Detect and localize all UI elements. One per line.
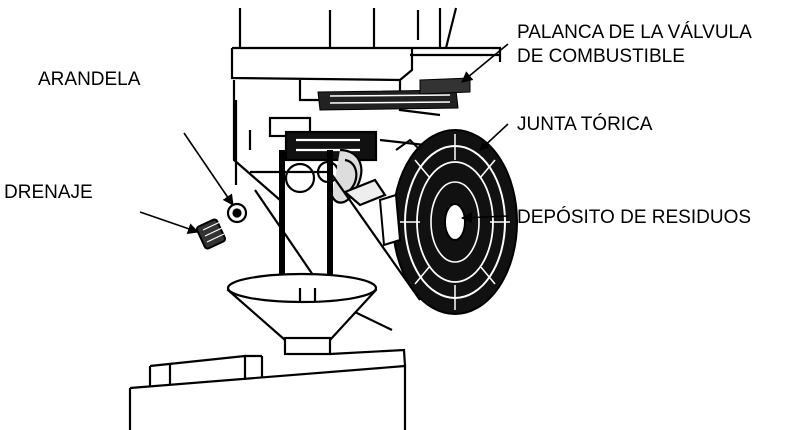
- sediment-cup: [378, 129, 518, 315]
- leader-drain: [139, 211, 200, 235]
- funnel: [226, 272, 378, 356]
- drain-plug: [195, 218, 227, 250]
- label-fuel-valve-line1: PALANCA DE LA VÁLVULA: [517, 22, 752, 43]
- leader-washer: [183, 132, 234, 206]
- leader-fuel-valve: [461, 43, 509, 83]
- label-sediment-cup: DEPÓSITO DE RESIDUOS: [517, 207, 752, 228]
- label-o-ring: JUNTA TÓRICA: [517, 114, 653, 135]
- label-fuel-valve-lever: PALANCA DE LA VÁLVULA DE COMBUSTIBLE: [517, 21, 752, 69]
- label-fuel-valve-line2: DE COMBUSTIBLE: [517, 46, 685, 67]
- leader-lines: [139, 43, 509, 235]
- label-washer: ARANDELA: [38, 69, 141, 90]
- engine-body: [230, 7, 502, 201]
- fuel-valve-lever: [317, 77, 471, 111]
- leader-o-ring: [479, 123, 509, 151]
- container: [128, 348, 407, 430]
- washer: [226, 202, 248, 224]
- label-drain: DRENAJE: [4, 182, 93, 203]
- leader-sediment-cup: [460, 211, 509, 224]
